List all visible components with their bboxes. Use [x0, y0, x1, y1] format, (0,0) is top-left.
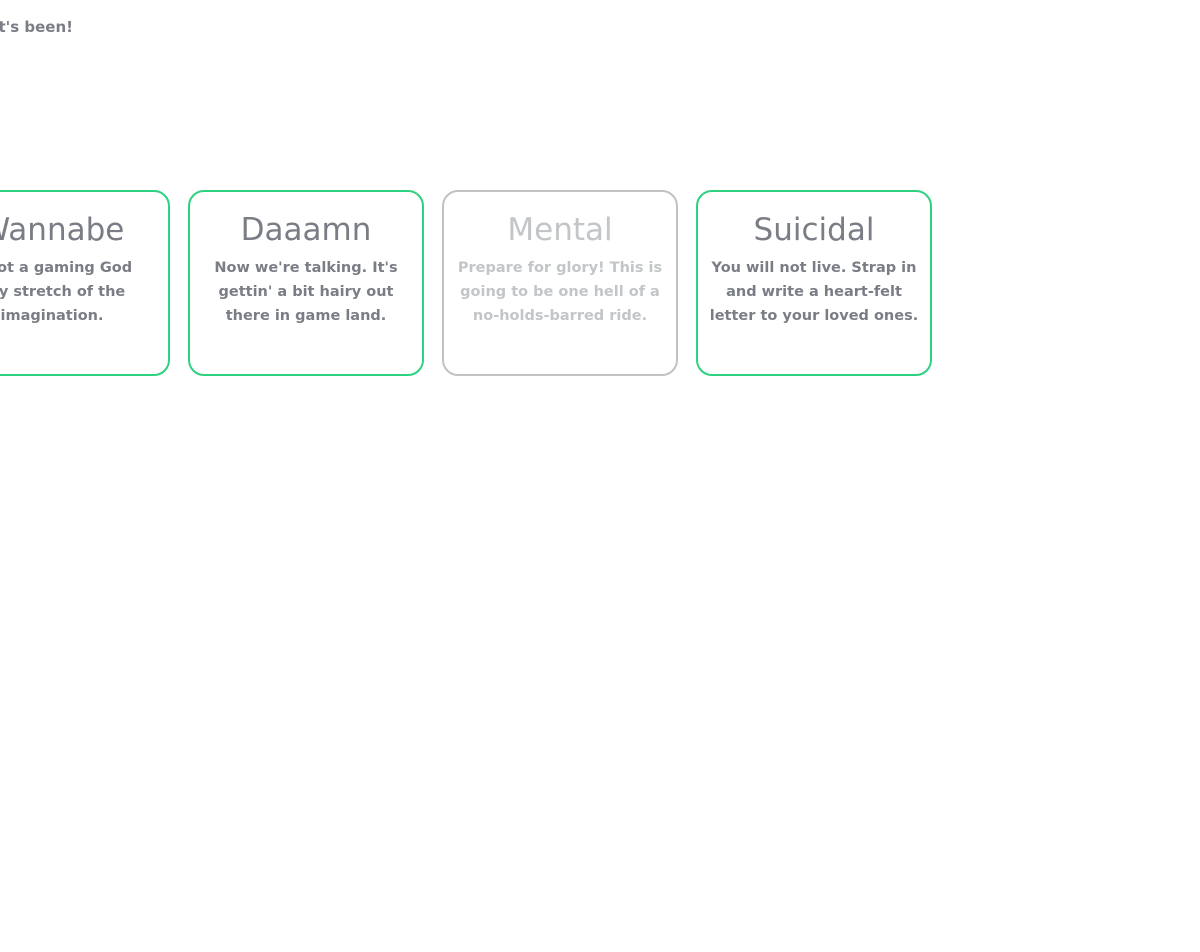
- card-description-line: no-holds-barred ride.: [472, 308, 648, 324]
- card-description-line: letter to your loved ones.: [709, 308, 919, 324]
- intro-text: it's been!: [0, 18, 73, 36]
- card-description: Prepare for glory! This is going to be o…: [455, 256, 665, 328]
- card-description: e not a gaming God any stretch of the im…: [0, 256, 157, 328]
- card-description-line: e not a gaming God: [0, 260, 133, 276]
- difficulty-card-wannabe[interactable]: Wannabe e not a gaming God any stretch o…: [0, 190, 170, 376]
- difficulty-card-suicidal[interactable]: Suicidal You will not live. Strap in and…: [696, 190, 932, 376]
- card-description-line: You will not live. Strap in: [711, 260, 917, 276]
- card-description-line: gettin' a bit hairy out: [218, 284, 394, 300]
- card-description-line: Now we're talking. It's: [214, 260, 398, 276]
- card-description-line: there in game land.: [225, 308, 387, 324]
- card-description-line: going to be one hell of a: [460, 284, 660, 300]
- card-description-line: any stretch of the: [0, 284, 126, 300]
- card-title: Wannabe: [0, 212, 125, 248]
- card-description-line: imagination.: [0, 308, 104, 324]
- card-description-line: Prepare for glory! This is: [457, 260, 663, 276]
- difficulty-card-daaamn[interactable]: Daaamn Now we're talking. It's gettin' a…: [188, 190, 424, 376]
- card-description: You will not live. Strap in and write a …: [709, 256, 919, 328]
- difficulty-card-mental[interactable]: Mental Prepare for glory! This is going …: [442, 190, 678, 376]
- card-description-line: and write a heart-felt: [726, 284, 902, 300]
- card-title: Mental: [507, 212, 613, 248]
- card-title: Suicidal: [753, 212, 875, 248]
- card-title: Daaamn: [240, 212, 372, 248]
- card-description: Now we're talking. It's gettin' a bit ha…: [201, 256, 411, 328]
- difficulty-card-list: Wannabe e not a gaming God any stretch o…: [0, 190, 932, 376]
